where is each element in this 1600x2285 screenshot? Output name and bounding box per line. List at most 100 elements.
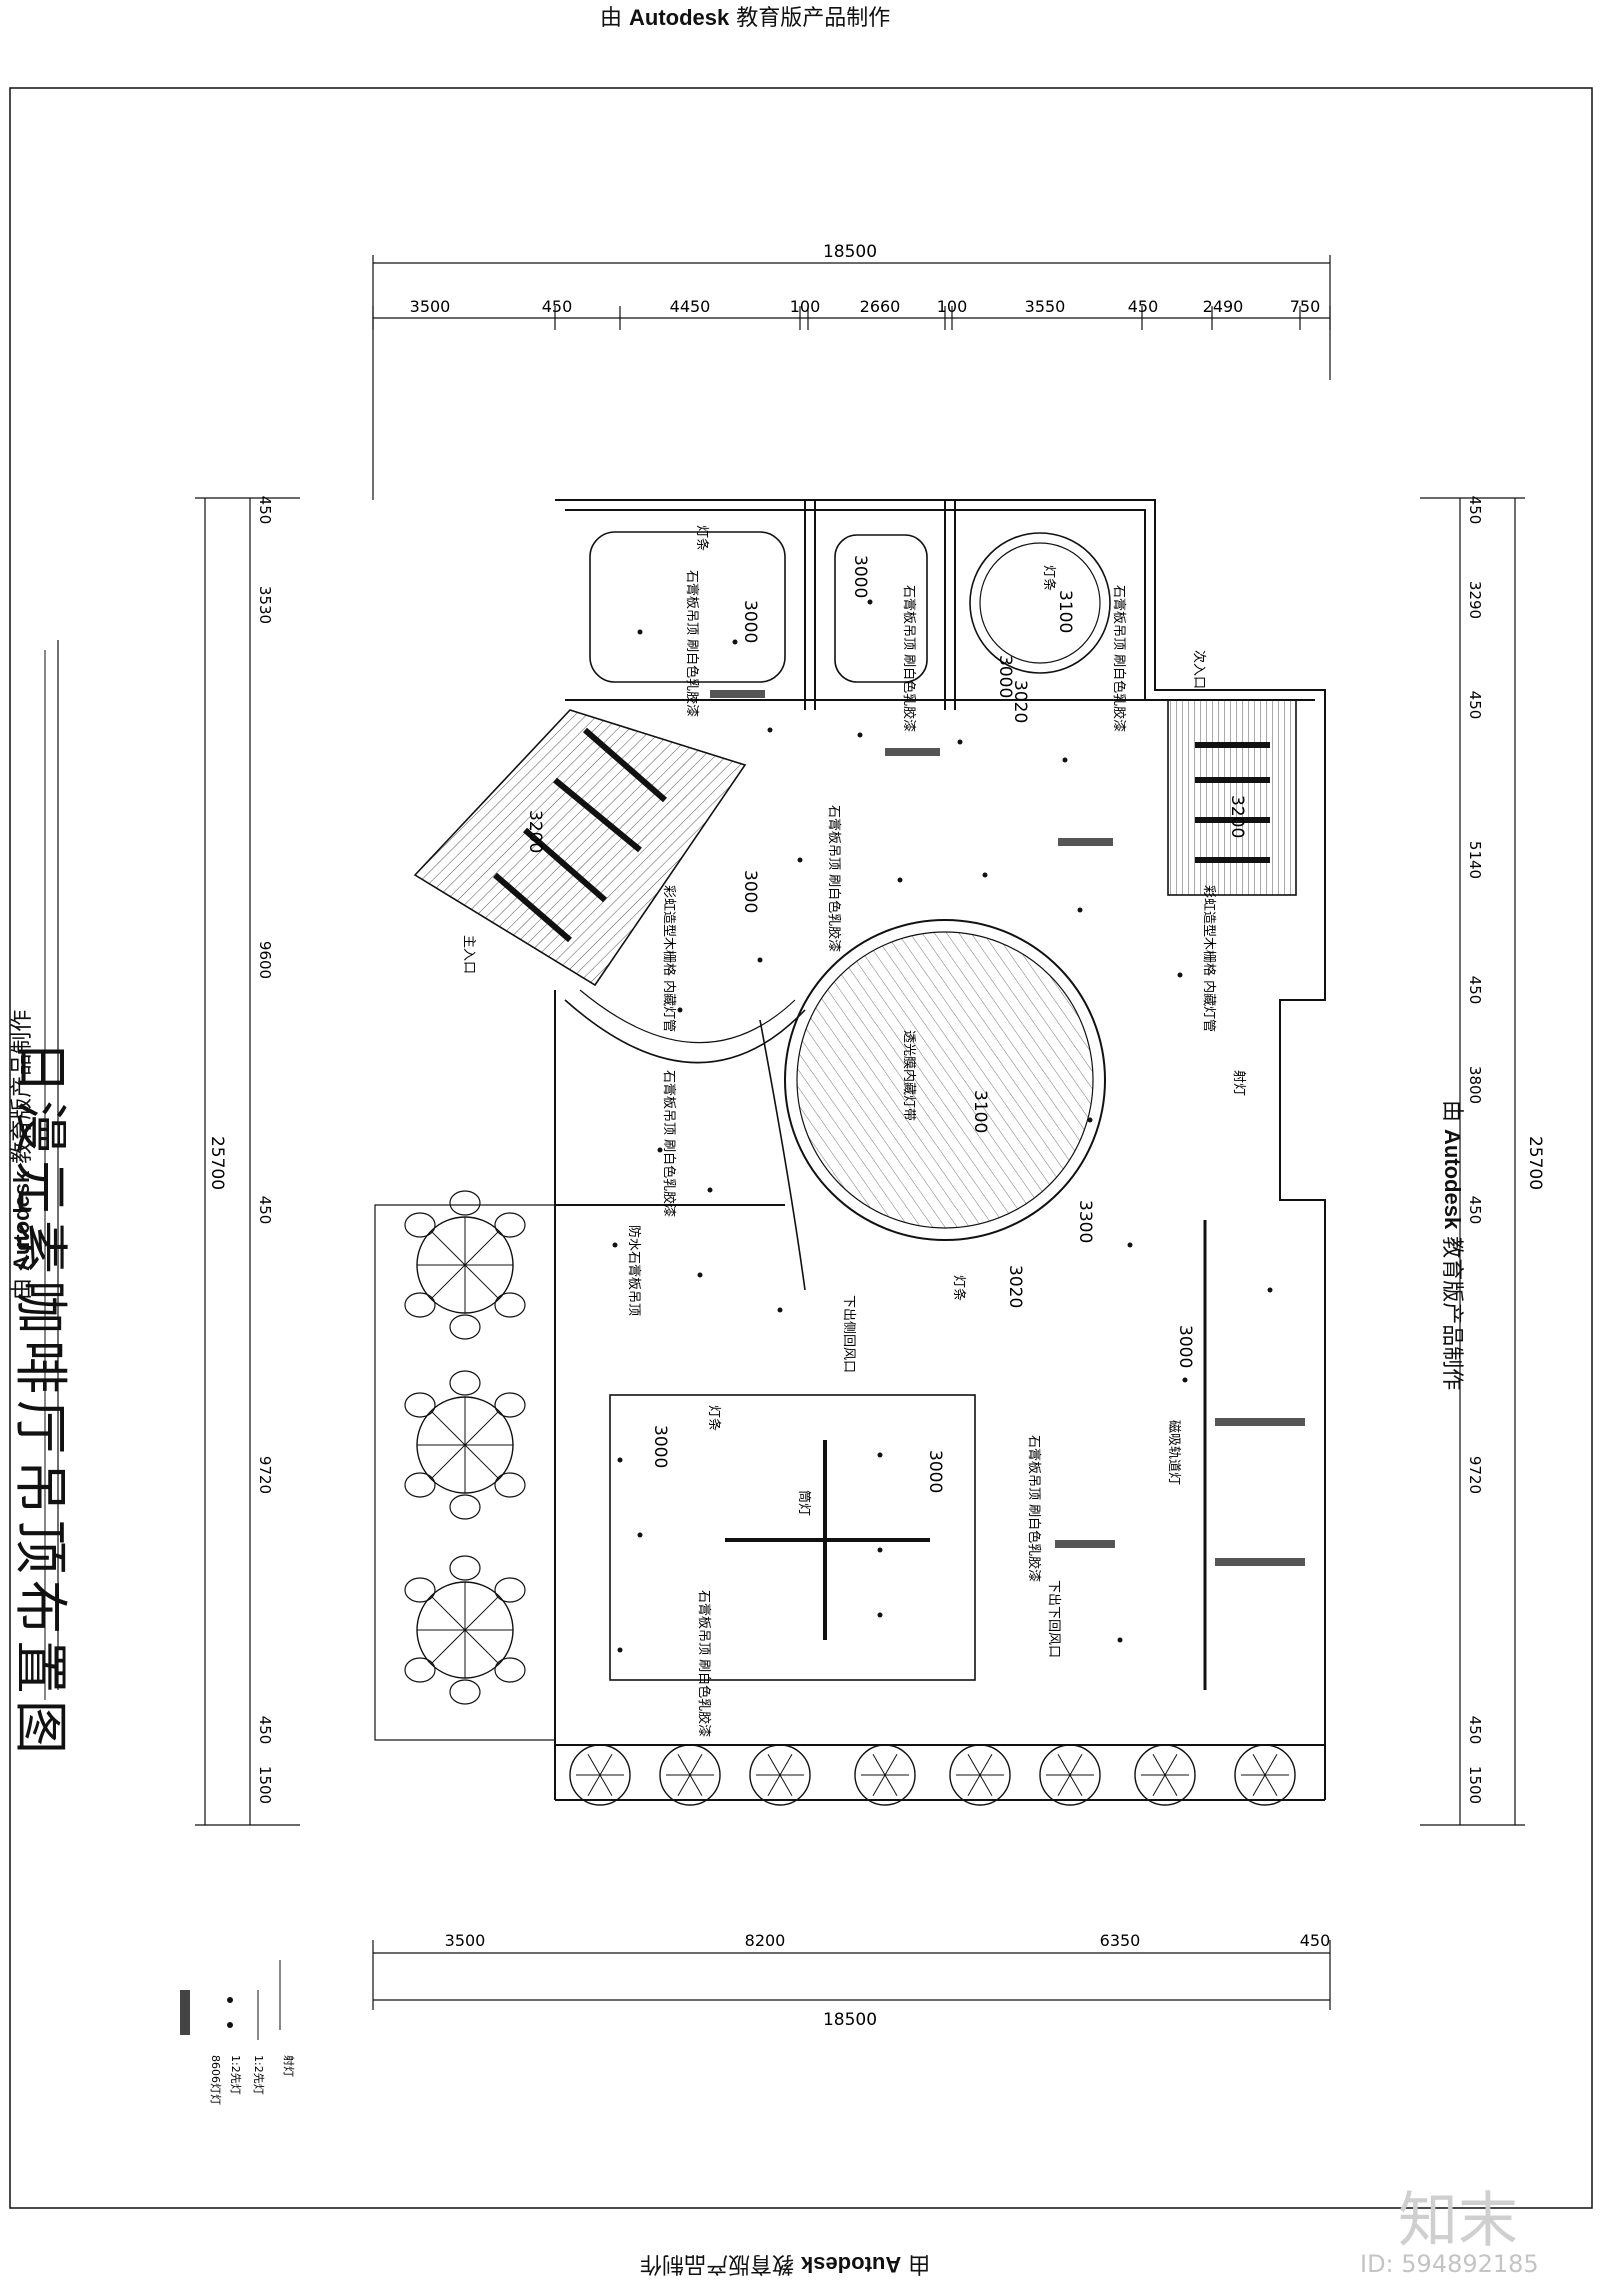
bottom-dimension-label: 6350	[1100, 1931, 1141, 1950]
top-dimension-label: 100	[937, 297, 968, 316]
top-dimension-label: 2660	[860, 297, 901, 316]
left-dimension-label: 450	[256, 1196, 274, 1225]
downlight-dot	[707, 1187, 713, 1193]
right-dimension-label: 3800	[1466, 1066, 1484, 1104]
downlight-dot	[1062, 757, 1068, 763]
note-track-light: 磁吸轨道灯	[1166, 1420, 1181, 1485]
ceiling-height-label: 3000	[650, 1425, 670, 1468]
vent-1	[710, 690, 765, 698]
annotations: 石膏板吊顶 刷白色乳胶漆 石膏板吊顶 刷白色乳胶漆 石膏板吊顶 刷白色乳胶漆 石…	[461, 525, 1247, 1737]
terrace	[374, 1204, 556, 1741]
right-dimension-label: 450	[1466, 1196, 1484, 1225]
ceiling-height-label: 3100	[970, 1090, 990, 1133]
right-dimension-label: 450	[1466, 1716, 1484, 1745]
right-dimension-lines	[1420, 497, 1525, 1826]
downlight-dot	[982, 872, 988, 878]
note-gypsum-5: 石膏板吊顶 刷白色乳胶漆	[661, 1070, 677, 1217]
ceiling-height-label: 3020	[1005, 1265, 1025, 1308]
wood-grille-entrance	[1167, 699, 1297, 896]
wood-grille-main	[413, 709, 747, 987]
bottom-dimension-lines	[372, 1940, 1331, 2010]
room-ceiling-2	[834, 534, 928, 683]
vent-4	[1055, 1540, 1115, 1548]
terrace-umbrella	[404, 1370, 526, 1520]
downlight-dot	[617, 1647, 623, 1653]
downlight-dot	[777, 1307, 783, 1313]
downlight-dot	[697, 1272, 703, 1278]
note-gypsum-4: 石膏板吊顶 刷白色乳胶漆	[826, 805, 842, 952]
left-dimension-label: 9600	[256, 941, 274, 979]
note-light-strip-3: 灯条	[1041, 565, 1057, 591]
left-dimension-label: 9720	[256, 1456, 274, 1494]
ceiling-height-label: 3200	[1227, 795, 1247, 838]
bottom-dimension-label: 8200	[745, 1931, 786, 1950]
top-dimension-label: 100	[790, 297, 821, 316]
banner-brand: Autodesk	[801, 2252, 902, 2277]
bottom-total-dimension: 18500	[823, 2010, 877, 2030]
banner-prefix: 由	[600, 6, 623, 31]
note-downlight: 筒灯	[796, 1490, 812, 1516]
note-waterproof: 防水石膏板吊顶	[626, 1225, 642, 1316]
top-total-dimension: 18500	[823, 242, 877, 262]
square-ceiling	[609, 1394, 976, 1681]
downlight-dot	[1182, 1377, 1188, 1383]
note-gypsum-1: 石膏板吊顶 刷白色乳胶漆	[684, 570, 700, 717]
downlight-dot	[677, 1007, 683, 1013]
left-dimension-label: 450	[256, 496, 274, 525]
note-light-strip-1: 灯条	[706, 1405, 722, 1431]
ceiling-height-label: 3200	[525, 810, 545, 853]
planter-trees	[569, 1744, 1296, 1806]
right-dimension-label: 9720	[1466, 1456, 1484, 1494]
round-ceiling-small	[969, 532, 1111, 674]
banner-right: 由 Autodesk 教育版产品制作	[1438, 1100, 1470, 1390]
downlight-dot	[957, 739, 963, 745]
vent-3	[1058, 838, 1113, 846]
note-main-entrance: 主入口	[461, 935, 476, 974]
downlight-dot	[867, 599, 873, 605]
right-dimension-label: 1500	[1466, 1766, 1484, 1804]
downlight-dot	[877, 1547, 883, 1553]
tree-symbol	[1039, 1744, 1101, 1806]
left-dimension-label: 450	[256, 1716, 274, 1745]
vent-2	[885, 748, 940, 756]
note-light-tube: 彩虹造型木栅格 内藏灯管	[661, 885, 677, 1032]
banner-brand: Autodesk	[629, 5, 730, 30]
right-total-dimension: 25700	[1525, 1136, 1545, 1190]
legend-dot	[227, 1997, 233, 2003]
ceiling-height-label: 3100	[1055, 590, 1075, 633]
top-dimension-ticks	[372, 306, 1331, 330]
top-dimension-label: 750	[1290, 297, 1321, 316]
top-dimension-label: 2490	[1203, 297, 1244, 316]
legend-label-2: 1:2先灯	[252, 2055, 265, 2095]
bottom-dimension-label: 450	[1300, 1931, 1331, 1950]
note-light-tube-2: 彩虹造型木栅格 内藏灯管	[1201, 885, 1217, 1032]
round-ceiling-small-inner	[979, 542, 1101, 664]
terrace-umbrellas	[404, 1190, 526, 1705]
image-id: ID: 594892185	[1360, 2250, 1539, 2278]
legend-label-3: 1:2先灯	[229, 2055, 242, 2095]
downlight-dot	[897, 877, 903, 883]
downlight-dot	[877, 1612, 883, 1618]
tree-symbol	[569, 1744, 631, 1806]
tree-symbol	[854, 1744, 916, 1806]
downlight-dot	[612, 1242, 618, 1248]
tree-symbol	[659, 1744, 721, 1806]
downlight-dot	[657, 1147, 663, 1153]
legend: 8606灯灯 1:2先灯 1:2先灯 射灯	[180, 1960, 296, 2105]
downlight-dot	[1267, 1287, 1273, 1293]
top-dimension-label: 3550	[1025, 297, 1066, 316]
drawing-frame	[9, 87, 1593, 2209]
terrace-umbrella	[404, 1190, 526, 1340]
banner-suffix: 教育版产品制作	[640, 2251, 795, 2276]
ceiling-height-label: 3300	[1075, 1200, 1095, 1243]
tree-symbol	[749, 1744, 811, 1806]
left-dimension-lines	[195, 497, 300, 1826]
tree-symbol	[1234, 1744, 1296, 1806]
note-spot: 射灯	[1231, 1070, 1247, 1096]
downlight-dot	[767, 727, 773, 733]
round-ceiling-large	[784, 919, 1106, 1241]
legend-vent-swatch	[180, 1990, 190, 2035]
